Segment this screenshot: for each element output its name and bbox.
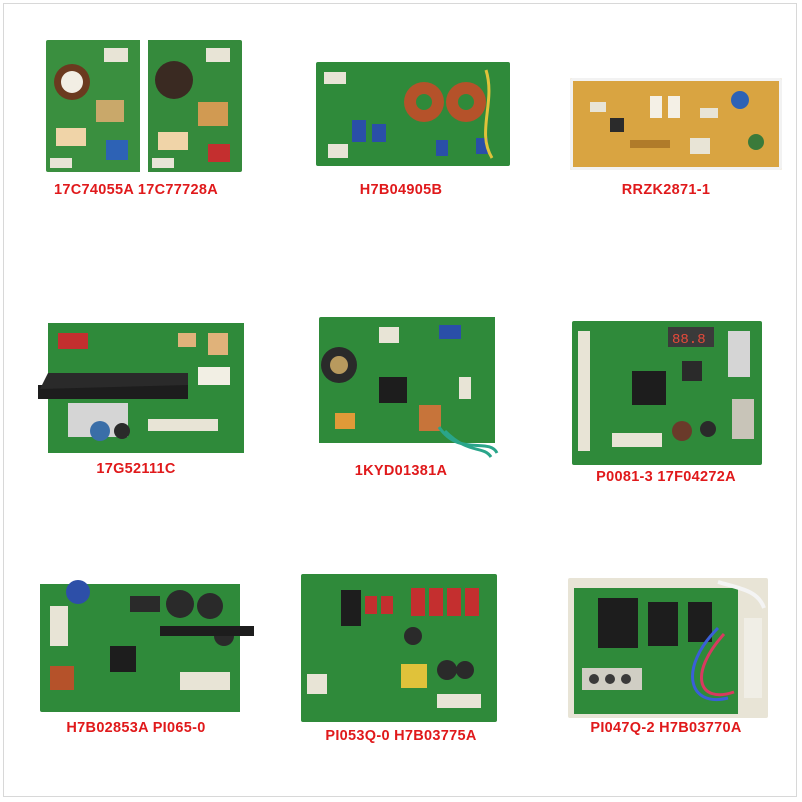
product-label: H7B04905B <box>359 182 443 198</box>
product-image-pcb <box>38 323 248 453</box>
product-card-8[interactable]: PI053Q-0 H7B03775A <box>269 534 533 798</box>
product-label: 17G52111C <box>96 461 176 477</box>
product-label: 17C74055A 17C77728A <box>54 182 218 198</box>
product-card-4[interactable]: 17G52111C <box>4 269 268 533</box>
product-label: P0081-3 17F04272A <box>596 469 736 485</box>
product-label: PI047Q-2 H7B03770A <box>590 720 742 736</box>
product-label: PI053Q-0 H7B03775A <box>325 728 477 744</box>
product-image-pcb: 88.8 <box>572 321 762 465</box>
product-label: H7B02853A PI065-0 <box>66 720 206 736</box>
product-label: 1KYD01381A <box>354 463 448 479</box>
product-image-pcb <box>301 574 497 722</box>
product-image-pcb <box>319 317 501 459</box>
product-grid: 17C74055A 17C77728A H7B04905B <box>3 3 797 797</box>
product-image-pcb <box>40 576 254 712</box>
product-card-5[interactable]: 1KYD01381A <box>269 269 533 533</box>
product-card-9[interactable]: PI047Q-2 H7B03770A <box>534 534 798 798</box>
product-image-pcb <box>46 40 242 172</box>
product-card-7[interactable]: H7B02853A PI065-0 <box>4 534 268 798</box>
svg-text:88.8: 88.8 <box>672 332 706 348</box>
product-image-pcb <box>316 62 510 166</box>
product-image-pcb <box>568 578 768 718</box>
product-card-3[interactable]: RRZK2871-1 <box>534 4 798 268</box>
product-image-pcb <box>570 78 782 170</box>
product-card-6[interactable]: 88.8 P0081-3 17F04272A <box>534 269 798 533</box>
product-card-1[interactable]: 17C74055A 17C77728A <box>4 4 268 268</box>
product-label: RRZK2871-1 <box>621 182 711 198</box>
product-card-2[interactable]: H7B04905B <box>269 4 533 268</box>
